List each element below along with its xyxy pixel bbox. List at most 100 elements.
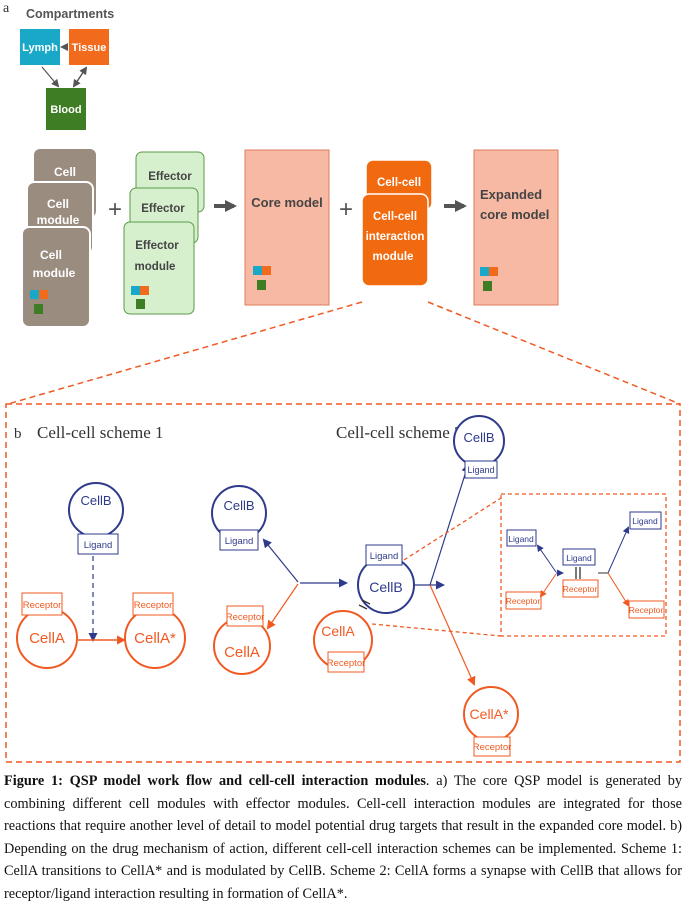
expanded-label-2: core model bbox=[480, 207, 549, 222]
detail-ligand-in-box bbox=[506, 529, 537, 547]
scheme2-receptor-left-label: Receptor bbox=[226, 612, 265, 623]
detail-receptor-complex-label: Receptor bbox=[563, 584, 598, 594]
cell-card-1-label: Cell bbox=[54, 165, 76, 179]
zoom-line-left bbox=[7, 301, 363, 405]
scheme1-receptorAstar-label: Receptor bbox=[134, 600, 173, 611]
cellcell-card-2-label-1: Cell-cell bbox=[373, 211, 417, 223]
compartments-title: Compartments bbox=[26, 7, 114, 21]
cellcell-card-1-label: Cell-cell bbox=[377, 177, 421, 189]
scheme2-receptor-star-box bbox=[473, 736, 511, 757]
detail-ligand-in-label: Ligand bbox=[508, 534, 534, 544]
scheme2-receptor-mid-label: Receptor bbox=[327, 658, 366, 669]
expanded-blood-chip bbox=[483, 281, 492, 291]
synapse-mark-1 bbox=[361, 599, 371, 605]
scheme1-ligand-label: Ligand bbox=[84, 540, 113, 551]
cell-tissue-chip bbox=[39, 290, 48, 299]
detail-ligand-out-box bbox=[629, 511, 662, 530]
detail-unbind-ligand-arrow bbox=[536, 544, 557, 573]
detail-unbind-receptor-arrow bbox=[539, 573, 557, 598]
scheme2-cellB-left-label: CellB bbox=[223, 498, 254, 513]
detail-frame bbox=[500, 493, 667, 637]
detail-ligand-complex-label: Ligand bbox=[566, 553, 592, 563]
scheme2-to-cellAstar-arrow bbox=[429, 584, 476, 686]
scheme1-cellAstar-label: CellA* bbox=[134, 630, 176, 647]
core-model-box bbox=[244, 149, 330, 306]
scheme2-to-cellB-top-arrow bbox=[429, 463, 471, 586]
core-lymph-chip bbox=[253, 266, 262, 275]
synapse-mark-2 bbox=[358, 604, 368, 610]
scheme2-cellB-mid-label: CellB bbox=[369, 579, 402, 595]
effector-module-stack: Effector Effector Effector module bbox=[123, 151, 205, 315]
scheme1-ligand-box bbox=[77, 533, 119, 555]
blood-box bbox=[46, 88, 86, 130]
cellcell-module-stack: Cell-cell Cell-cell interaction module bbox=[361, 159, 433, 287]
expanded-label-1: Expanded bbox=[480, 187, 542, 202]
caption-text: . a) The core QSP model is generated by … bbox=[4, 773, 683, 902]
cell-module-stack: Cell Cell module Cell module bbox=[21, 147, 98, 328]
scheme2-cellA-left-label: CellA bbox=[224, 644, 260, 661]
detail-ligand-out-label: Ligand bbox=[632, 516, 658, 526]
tissue-box bbox=[69, 29, 109, 65]
cell-card-3 bbox=[21, 226, 91, 328]
detail-receptor-in-label: Receptor bbox=[506, 596, 541, 606]
cell-card-3-label-2: module bbox=[33, 266, 76, 280]
lymph-to-blood-arrow bbox=[41, 66, 60, 88]
detail-release-receptor-arrow bbox=[607, 572, 630, 607]
scheme1-cellB-label: CellB bbox=[80, 493, 111, 508]
scheme1-receptorAstar-box bbox=[132, 592, 174, 616]
effector-card-1-label: Effector bbox=[148, 171, 192, 183]
scheme2-ligand-top-label: Ligand bbox=[467, 465, 494, 475]
cell-lymph-chip bbox=[30, 290, 39, 299]
receptor-ligand-detail: Ligand Receptor Ligand Receptor Ligand R… bbox=[500, 493, 667, 637]
core-model-box-group: Core model bbox=[244, 149, 330, 306]
scheme-2: Cell-cell scheme 2 CellB Ligand CellA Re… bbox=[211, 415, 519, 757]
panel-a-label: a bbox=[3, 1, 10, 16]
scheme1-receptorA-label: Receptor bbox=[23, 600, 62, 611]
scheme2-cellB-top-label: CellB bbox=[463, 430, 494, 445]
panel-b-frame bbox=[5, 403, 681, 763]
scheme2-cellA-mid-label: CellA bbox=[321, 623, 355, 639]
scheme2-receptor-star-label: Receptor bbox=[473, 742, 512, 753]
detail-receptor-complex-box bbox=[562, 579, 599, 598]
detail-ligand-complex-box bbox=[562, 548, 596, 566]
scheme2-ligand-left-label: Ligand bbox=[225, 536, 254, 547]
effector-blood-chip bbox=[136, 299, 145, 309]
cellcell-card-2-label-3: module bbox=[373, 251, 414, 263]
scheme-1: Cell-cell scheme 1 CellB Ligand CellA Re… bbox=[16, 423, 186, 669]
expanded-lymph-chip bbox=[480, 267, 489, 276]
cell-blood-chip bbox=[34, 304, 43, 314]
cellcell-card-2-label-2: interaction bbox=[366, 231, 425, 243]
effector-card-3-label-2: module bbox=[135, 261, 176, 273]
tissue-label: Tissue bbox=[72, 42, 107, 54]
scheme1-receptorA-box bbox=[21, 592, 63, 616]
core-tissue-chip bbox=[262, 266, 271, 275]
panel-b-label: b bbox=[14, 426, 22, 442]
scheme2-receptor-left-box bbox=[226, 605, 264, 627]
detail-zoom-line-bottom bbox=[371, 623, 502, 637]
expanded-model-box bbox=[473, 149, 559, 306]
detail-zoom-line-top bbox=[403, 497, 502, 561]
scheme2-ligand-mid-label: Ligand bbox=[370, 551, 399, 562]
blood-label: Blood bbox=[50, 104, 81, 116]
scheme-1-title: Cell-cell scheme 1 bbox=[37, 423, 164, 442]
scheme2-unbind-cellA-arrow bbox=[266, 583, 299, 630]
scheme1-cellB-circle bbox=[68, 482, 124, 538]
compartments-diagram: Compartments Lymph Tissue Blood bbox=[20, 7, 114, 130]
effector-tissue-chip bbox=[140, 286, 149, 295]
scheme-2-title: Cell-cell scheme 2 bbox=[336, 423, 463, 442]
figure-caption: Figure 1: QSP model work flow and cell-c… bbox=[4, 770, 682, 906]
tissue-to-blood-arrow bbox=[72, 67, 87, 88]
cellcell-card-2 bbox=[361, 193, 429, 287]
cell-card-3-label-1: Cell bbox=[40, 248, 62, 262]
scheme2-cellAstar-label: CellA* bbox=[470, 706, 509, 722]
lymph-label: Lymph bbox=[22, 42, 58, 54]
scheme2-ligand-top-box bbox=[464, 460, 498, 479]
effector-lymph-chip bbox=[131, 286, 140, 295]
detail-release-ligand-arrow bbox=[607, 526, 630, 574]
scheme1-cellA-label: CellA bbox=[29, 630, 65, 647]
expanded-model-box-group: Expanded core model bbox=[473, 149, 559, 306]
effector-card-2-label: Effector bbox=[141, 203, 185, 215]
cell-card-2-label-1: Cell bbox=[47, 197, 69, 211]
cell-card-2-label-2: module bbox=[37, 213, 80, 227]
